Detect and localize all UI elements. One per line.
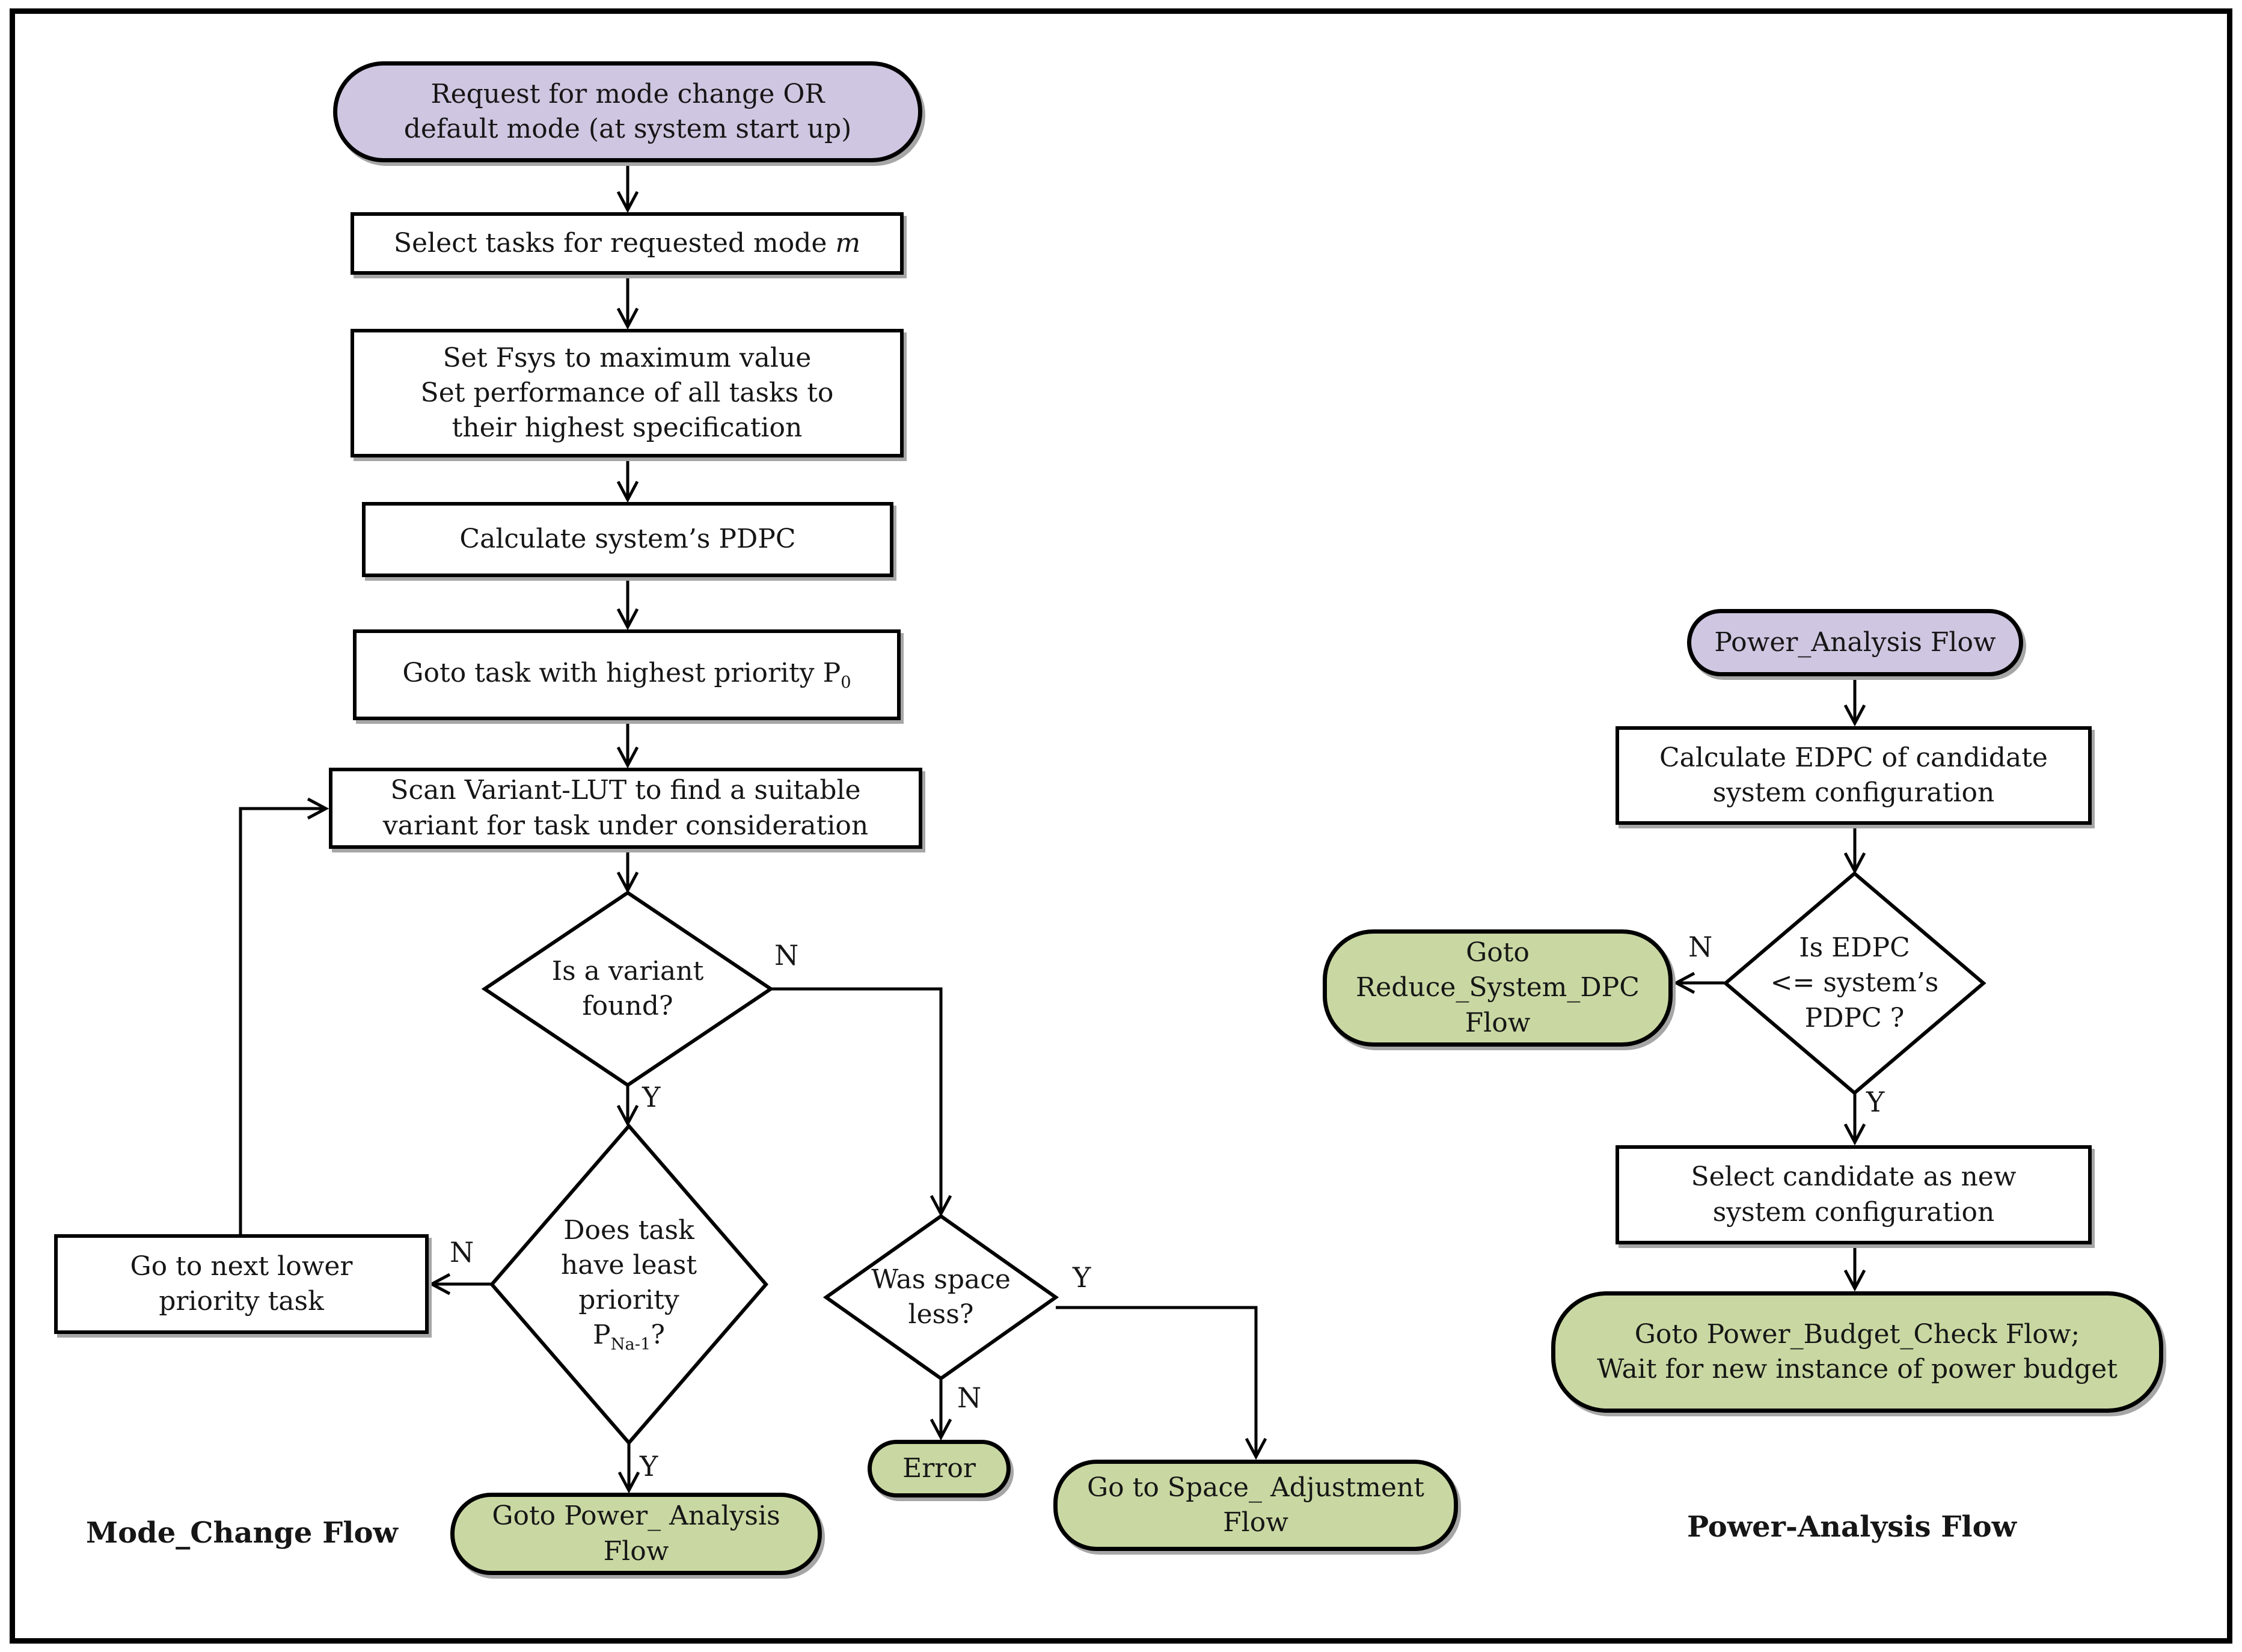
edge-label-space-no: N xyxy=(957,1381,982,1414)
process-select-candidate: Select candidate as new system configura… xyxy=(1616,1145,2092,1244)
goto-task-text: Goto task with highest priority P xyxy=(402,658,841,689)
terminal-goto-power-analysis: Goto Power_ Analysis Flow xyxy=(450,1493,822,1575)
terminal-goto-power-budget-check-label: Goto Power_Budget_Check Flow; Wait for n… xyxy=(1597,1318,2118,1384)
diamond-shape xyxy=(1726,873,1983,1093)
least-priority-text: Does task have least priority P xyxy=(560,1214,697,1351)
diamond-shape xyxy=(492,1126,766,1443)
edge-label-variant-no: N xyxy=(774,939,799,971)
process-select-candidate-label: Select candidate as new system configura… xyxy=(1691,1161,2017,1228)
terminal-error: Error xyxy=(868,1440,1011,1498)
select-tasks-mode-variable: m xyxy=(835,227,861,259)
caption-mode-change-flow: Mode_Change Flow xyxy=(86,1516,398,1550)
process-calc-edpc-label: Calculate EDPC of candidate system confi… xyxy=(1659,742,2048,808)
process-goto-task: Goto task with highest priority P0 xyxy=(353,629,901,720)
terminal-goto-reduce-system-dpc-label: Goto Reduce_System_DPC Flow xyxy=(1356,937,1640,1038)
process-next-lower-task: Go to next lower priority task xyxy=(54,1234,429,1334)
terminal-error-label: Error xyxy=(902,1452,976,1484)
terminal-goto-power-budget-check: Goto Power_Budget_Check Flow; Wait for n… xyxy=(1551,1291,2163,1413)
diamond-shape xyxy=(485,893,771,1085)
process-select-tasks-label: Select tasks for requested mode m xyxy=(394,226,860,261)
edge-label-space-yes: Y xyxy=(1073,1261,1091,1294)
terminal-goto-reduce-system-dpc: Goto Reduce_System_DPC Flow xyxy=(1323,929,1673,1047)
select-tasks-text: Select tasks for requested mode xyxy=(393,227,836,259)
terminal-power-analysis-start: Power_Analysis Flow xyxy=(1687,609,2023,676)
decision-was-space-less: Was space less? xyxy=(826,1216,1056,1378)
start-terminal-label: Request for mode change OR default mode … xyxy=(403,78,852,144)
process-select-tasks: Select tasks for requested mode m xyxy=(351,212,904,275)
decision-least-priority-label: Does task have least priority PNa-1? xyxy=(561,1213,697,1356)
process-scan-lut: Scan Variant-LUT to find a suitable vari… xyxy=(329,768,922,849)
process-set-fsys: Set Fsys to maximum value Set performanc… xyxy=(351,329,904,457)
decision-least-priority: Does task have least priority PNa-1? xyxy=(492,1126,766,1443)
process-next-lower-task-label: Go to next lower priority task xyxy=(130,1250,353,1317)
terminal-goto-space-adjustment: Go to Space_ Adjustment Flow xyxy=(1053,1460,1458,1551)
process-calc-pdpc-label: Calculate system’s PDPC xyxy=(459,524,796,555)
start-terminal: Request for mode change OR default mode … xyxy=(333,61,922,162)
process-calc-pdpc: Calculate system’s PDPC xyxy=(362,502,893,577)
decision-edpc-check: Is EDPC <= system’s PDPC ? xyxy=(1726,873,1983,1093)
least-priority-subscript: Na-1 xyxy=(610,1335,651,1354)
process-calc-edpc: Calculate EDPC of candidate system confi… xyxy=(1616,726,2092,825)
edge-variant-no xyxy=(771,987,952,1217)
decision-variant-found-label: Is a variant found? xyxy=(551,955,704,1021)
terminal-goto-power-analysis-label: Goto Power_ Analysis Flow xyxy=(492,1501,780,1567)
decision-edpc-check-label: Is EDPC <= system’s PDPC ? xyxy=(1770,932,1939,1033)
edge-label-edpc-no: N xyxy=(1688,931,1713,963)
edge-loop-back-to-scan xyxy=(239,797,329,1234)
edge-label-least-priority-no: N xyxy=(450,1236,474,1268)
process-goto-task-label: Goto task with highest priority P0 xyxy=(402,656,851,694)
edge-label-edpc-yes: Y xyxy=(1866,1086,1885,1118)
process-scan-lut-label: Scan Variant-LUT to find a suitable vari… xyxy=(382,775,869,841)
edge-space-yes xyxy=(1056,1306,1267,1460)
terminal-power-analysis-start-label: Power_Analysis Flow xyxy=(1714,626,1996,658)
caption-power-analysis-flow: Power-Analysis Flow xyxy=(1687,1510,2017,1544)
least-priority-question-mark: ? xyxy=(651,1320,665,1351)
goto-task-subscript: 0 xyxy=(841,673,851,692)
process-set-fsys-label: Set Fsys to maximum value Set performanc… xyxy=(420,342,834,444)
decision-variant-found: Is a variant found? xyxy=(485,893,771,1085)
decision-was-space-less-label: Was space less? xyxy=(871,1264,1011,1330)
edge-label-least-priority-yes: Y xyxy=(640,1450,658,1482)
outer-border xyxy=(10,8,2232,1644)
diamond-shape xyxy=(826,1216,1056,1378)
terminal-goto-space-adjustment-label: Go to Space_ Adjustment Flow xyxy=(1087,1472,1424,1538)
edge-label-variant-yes: Y xyxy=(642,1081,661,1113)
